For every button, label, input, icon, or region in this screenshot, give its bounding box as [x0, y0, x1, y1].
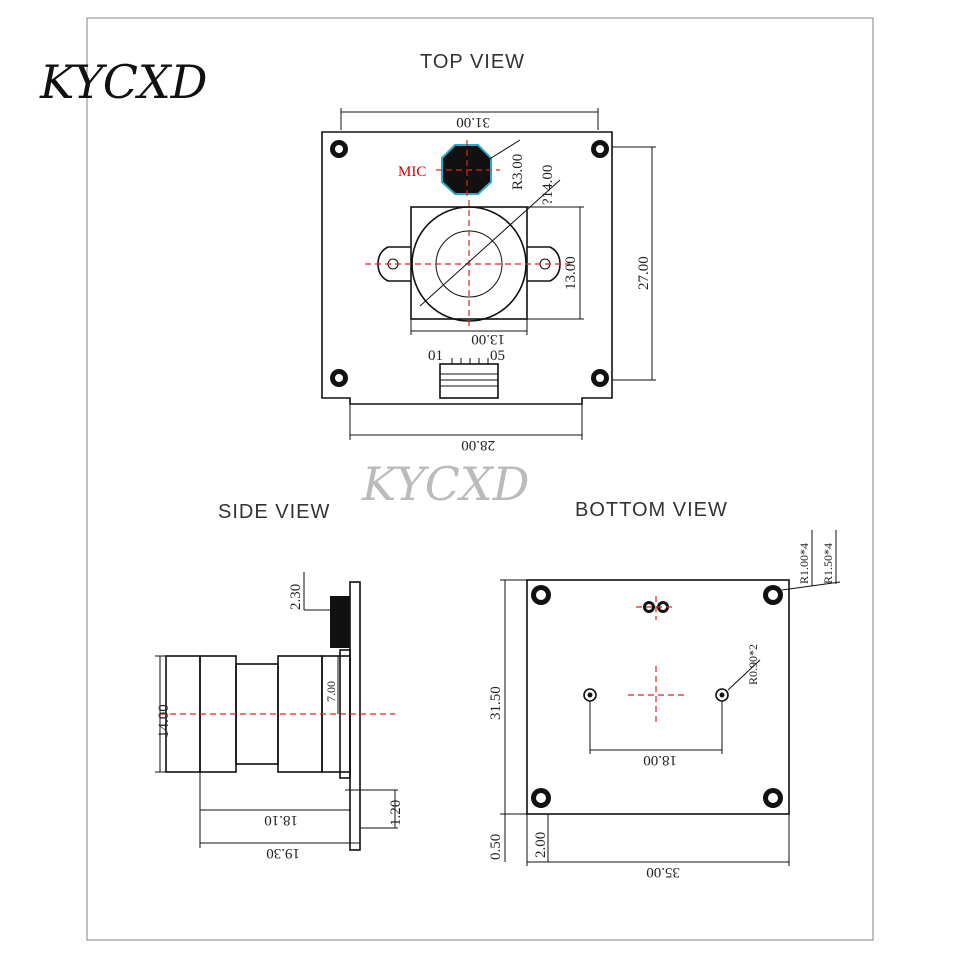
bottom-width-dim: 28.00 [461, 437, 495, 453]
side-mic-block [330, 596, 350, 648]
brand-logo: KYCXD [39, 55, 208, 109]
lens-height-dim: 13.00 [563, 256, 579, 290]
bottom-width-dim: 35.00 [646, 864, 680, 880]
side-length-dim: 18.10 [264, 812, 298, 828]
bottom-offset-b-dim: 2.00 [533, 832, 549, 858]
top-connector [439, 363, 499, 399]
bottom-small-hole-dim: R0.90*2 [746, 644, 760, 685]
top-mounting-holes [330, 140, 609, 387]
side-view-title: SIDE VIEW [218, 501, 330, 523]
pin-last: 05 [490, 348, 505, 364]
bottom-view: 18.00 R0.90*2 R1.00*4 R1.50*4 31.50 0.50… [488, 530, 841, 880]
side-pcb [349, 581, 361, 851]
side-view: 2.30 14.00 7.00 1.20 18.10 19.30 [155, 572, 404, 861]
top-view: MIC 01 05 31.00 R3.00 ?14.00 [321, 108, 656, 453]
side-pcb-dim: 1.20 [388, 800, 404, 826]
bottom-offset-a-dim: 0.50 [488, 834, 504, 860]
bottom-height-dim: 31.50 [488, 686, 504, 720]
watermark: KYCXD [361, 457, 530, 511]
lens-width-dim: 13.00 [471, 331, 505, 347]
bottom-board-outline [526, 579, 790, 815]
drawing-frame [86, 17, 874, 941]
side-thickness-dim: 2.30 [288, 584, 304, 610]
top-view-title: TOP VIEW [420, 51, 525, 73]
side-lens-half-dim: 7.00 [324, 681, 338, 702]
lens-dia-dim: ?14.00 [540, 165, 556, 205]
bottom-pad-radius-dim: R1.50*4 [821, 543, 835, 584]
mic-radius-dim: R3.00 [510, 154, 526, 190]
bottom-view-title: BOTTOM VIEW [575, 499, 728, 521]
bottom-hole-radius-dim: R1.00*4 [797, 543, 811, 584]
pin-first: 01 [428, 348, 443, 364]
top-width-dim: 31.00 [456, 114, 490, 130]
bottom-hole-spacing-dim: 18.00 [643, 752, 677, 768]
mic-label: MIC [398, 164, 426, 180]
bottom-mounting-holes [531, 585, 783, 808]
side-total-length-dim: 19.30 [266, 845, 300, 861]
side-lens-height-dim: 14.00 [156, 704, 172, 738]
hole-spacing-dim: 27.00 [636, 256, 652, 290]
